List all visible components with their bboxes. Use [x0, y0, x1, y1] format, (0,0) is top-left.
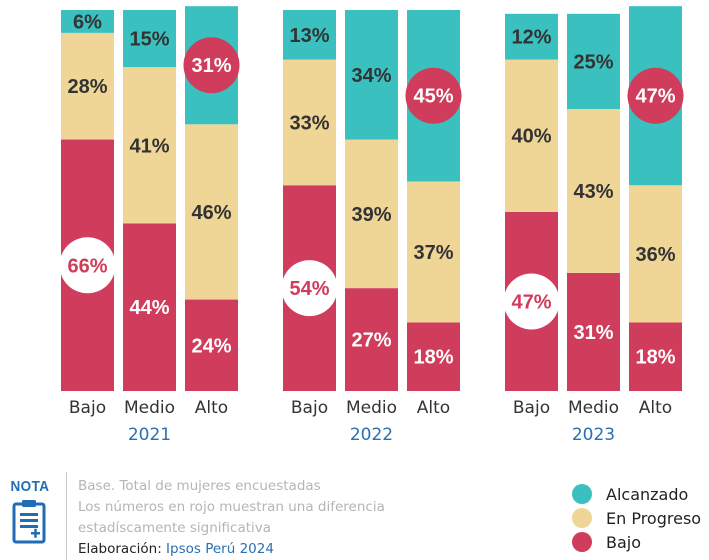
data-label-2023-bajo-en-progreso: 40%	[511, 126, 551, 148]
category-label-2022-bajo: Bajo	[291, 398, 328, 418]
data-label-2023-alto-bajo: 18%	[635, 347, 675, 369]
significance-marker-2021-bajo	[59, 237, 116, 294]
bar-segment-2023-medio-alcanzado	[567, 13, 620, 110]
bar-segment-2023-alto-bajo	[629, 322, 682, 391]
legend-label-bajo: Bajo	[606, 532, 642, 552]
clipboard-icon	[12, 500, 46, 544]
data-label-2023-medio-alcanzado: 25%	[573, 51, 613, 73]
data-label-2021-alto-en-progreso: 46%	[191, 202, 231, 224]
footer: NOTA Base. Total de mujeres encuestadas …	[0, 462, 709, 560]
year-label-2023: 2023	[572, 425, 615, 445]
bar-segment-2023-medio-en-progreso	[567, 109, 620, 273]
category-label-2022-alto: Alto	[417, 398, 450, 418]
data-label-2021-medio-alcanzado: 15%	[129, 29, 169, 51]
data-label-2023-medio-en-progreso: 43%	[573, 181, 613, 203]
data-label-2022-bajo-en-progreso: 33%	[289, 112, 329, 134]
data-label-2023-alto-en-progreso: 36%	[635, 244, 675, 266]
bar-segment-2021-medio-bajo	[123, 223, 176, 391]
category-label-2022-medio: Medio	[346, 398, 397, 418]
category-label-2021-medio: Medio	[124, 398, 175, 418]
nota-badge: NOTA	[8, 478, 52, 544]
stacked-bar-chart: 66% 28% 6% Bajo 44% 41% 15% Medio 24% 46% 31% Alto 2…	[59, 6, 684, 445]
legend-swatch-bajo	[572, 532, 592, 552]
note-line-2: Los números en rojo muestran una diferen…	[78, 499, 385, 515]
significance-marker-2022-bajo	[281, 260, 338, 317]
data-label-2022-alto-en-progreso: 37%	[413, 242, 453, 264]
year-label-2022: 2022	[350, 425, 393, 445]
significance-marker-2022-alto	[405, 67, 462, 124]
significance-marker-2023-bajo	[503, 273, 560, 330]
credit-brand: Ipsos Perú 2024	[166, 541, 274, 557]
note-line-3: estadíscamente significativa	[78, 520, 272, 536]
notes: Base. Total de mujeres encuestadas Los n…	[78, 476, 438, 560]
legend-label-en-progreso: En Progreso	[606, 508, 702, 528]
data-label-2022-medio-bajo: 27%	[351, 330, 391, 352]
data-label-2022-alto-alcanzado: 45%	[413, 86, 453, 108]
data-label-2021-alto-bajo: 24%	[191, 335, 231, 357]
data-label-2021-medio-bajo: 44%	[129, 297, 169, 319]
data-label-2021-bajo-alcanzado: 6%	[73, 11, 102, 33]
data-label-2023-alto-alcanzado: 47%	[635, 86, 675, 108]
bar-segment-2023-medio-bajo	[567, 272, 620, 391]
significance-marker-2021-alto	[183, 37, 240, 94]
legend-label-alcanzado: Alcanzado	[606, 484, 689, 504]
data-label-2021-bajo-bajo: 66%	[67, 255, 107, 277]
legend-swatch-en-progreso	[572, 508, 592, 528]
category-label-2023-alto: Alto	[639, 398, 672, 418]
bar-segment-2021-bajo-en-progreso	[61, 32, 114, 140]
data-label-2022-medio-alcanzado: 34%	[351, 65, 391, 87]
bar-segment-2023-bajo-alcanzado	[505, 13, 558, 60]
bar-segment-2022-alto-bajo	[407, 322, 460, 391]
bar-segment-2023-alto-en-progreso	[629, 185, 682, 323]
bar-segment-2022-medio-en-progreso	[345, 139, 398, 289]
bar-segment-2021-alto-en-progreso	[185, 124, 238, 300]
bar-segment-2022-medio-bajo	[345, 288, 398, 391]
legend-swatch-alcanzado	[572, 484, 592, 504]
legend-item-alcanzado: Alcanzado	[572, 482, 701, 506]
significance-marker-2023-alto	[627, 67, 684, 124]
bar-segment-2022-alto-en-progreso	[407, 181, 460, 323]
bar-segment-2021-medio-en-progreso	[123, 67, 176, 224]
bar-segment-2022-medio-alcanzado	[345, 10, 398, 140]
data-label-2022-bajo-bajo: 54%	[289, 278, 329, 300]
data-label-2022-bajo-alcanzado: 13%	[289, 25, 329, 47]
data-label-2021-medio-en-progreso: 41%	[129, 135, 169, 157]
legend-item-en-progreso: En Progreso	[572, 506, 701, 530]
legend: Alcanzado En Progreso Bajo	[572, 482, 701, 554]
nota-label: NOTA	[10, 478, 50, 495]
bar-segment-2021-alto-bajo	[185, 299, 238, 391]
bar-segment-2021-bajo-alcanzado	[61, 10, 114, 33]
year-label-2021: 2021	[128, 425, 171, 445]
note-base: Base. Total de mujeres encuestadas	[78, 478, 321, 494]
credit-prefix: Elaboración:	[78, 541, 167, 557]
category-label-2021-bajo: Bajo	[69, 398, 106, 418]
footer-divider	[66, 472, 67, 560]
category-label-2023-medio: Medio	[568, 398, 619, 418]
data-label-2022-medio-en-progreso: 39%	[351, 204, 391, 226]
category-label-2021-alto: Alto	[195, 398, 228, 418]
bar-segment-2021-medio-alcanzado	[123, 10, 176, 68]
data-label-2021-alto-alcanzado: 31%	[191, 55, 231, 77]
bar-segment-2023-bajo-en-progreso	[505, 59, 558, 212]
data-label-2022-alto-bajo: 18%	[413, 347, 453, 369]
data-label-2023-bajo-alcanzado: 12%	[511, 27, 551, 49]
data-label-2023-medio-bajo: 31%	[573, 322, 613, 344]
bar-segment-2022-bajo-alcanzado	[283, 10, 336, 60]
category-label-2023-bajo: Bajo	[513, 398, 550, 418]
data-label-2023-bajo-bajo: 47%	[511, 291, 551, 313]
bar-segment-2022-bajo-en-progreso	[283, 59, 336, 186]
data-label-2021-bajo-en-progreso: 28%	[67, 76, 107, 98]
note-credit: Elaboración: Ipsos Perú 2024	[78, 539, 438, 560]
legend-item-bajo: Bajo	[572, 530, 701, 554]
